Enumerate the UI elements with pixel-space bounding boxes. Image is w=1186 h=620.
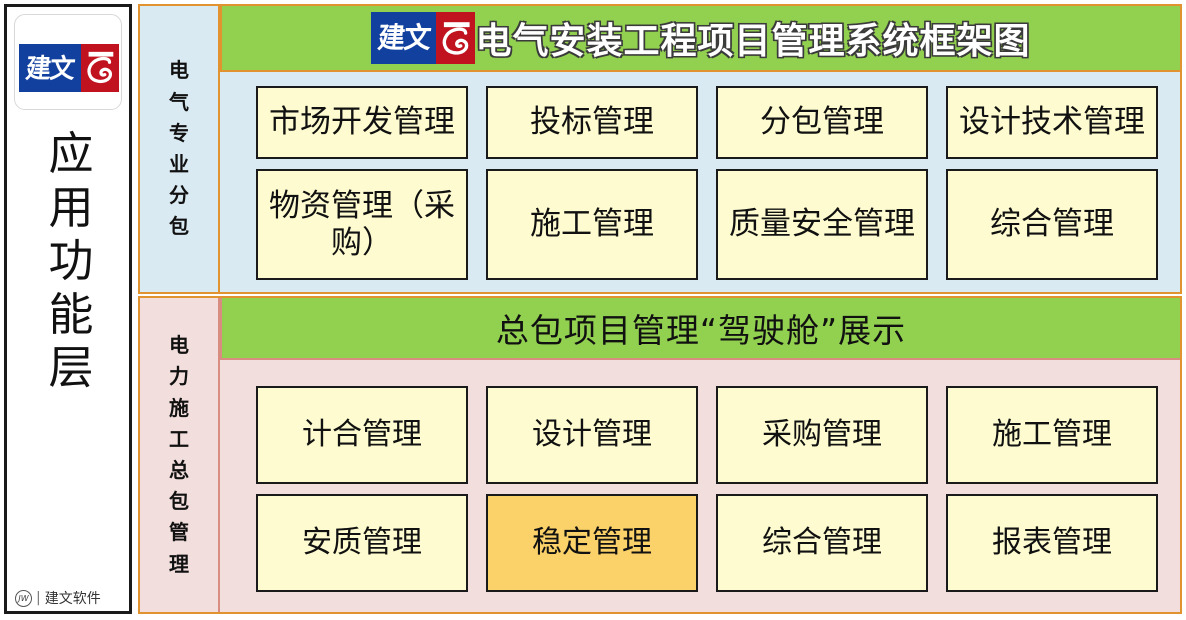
diagram-header-banner: 建文 电气安装工程项目管理系统框架图 [220,6,1180,72]
module-box[interactable]: 质量安全管理 [716,169,928,280]
layer-title-char: 应 [48,127,94,180]
side-label-char: 管 [169,520,189,545]
application-layer-panel: 建文 应 用 功 能 层 JW | 建文软件 [4,4,132,614]
module-grid-power: 计合管理 设计管理 采购管理 施工管理 安质管理 稳定管理 综合管理 报表管理 [220,360,1180,612]
side-label-char: 工 [169,426,189,451]
diagram-title: 电气安装工程项目管理系统框架图 [475,21,1031,62]
module-box[interactable]: 施工管理 [946,386,1158,484]
section-power-general-contract: 电 力 施 工 总 包 管 理 总包项目管理“驾驶舱”展示 计合管理 设计管理 … [138,296,1182,614]
side-label-char: 总 [169,458,189,482]
watermark-label: 建文软件 [44,591,101,607]
page-title: 应 用 功 能 层 [7,127,135,395]
module-grid-electrical: 市场开发管理 投标管理 分包管理 设计技术管理 物资管理（采购） 施工管理 质量… [220,72,1180,292]
module-box-highlighted[interactable]: 稳定管理 [486,494,698,592]
swirl-icon [442,22,470,55]
module-box[interactable]: 报表管理 [946,494,1158,592]
side-label-char: 理 [169,551,189,576]
section-side-label-power: 电 力 施 工 总 包 管 理 [140,298,220,612]
header-logo: 建文 [371,12,476,64]
watermark: JW | 建文软件 [15,588,101,608]
side-label-char: 分 [169,183,189,208]
section-side-label-electrical: 电 气 专 业 分 包 [140,6,220,292]
logo-blue-block: 建文 [19,44,81,92]
logo-red-block [81,44,119,92]
module-box[interactable]: 设计管理 [486,386,698,484]
side-label-char: 施 [169,395,189,420]
layer-title-char: 能 [48,287,94,341]
header-logo-red-block [435,12,476,64]
swirl-icon [87,51,114,84]
module-box[interactable]: 施工管理 [486,169,698,280]
layer-title-char: 功 [48,234,94,288]
section-electrical-subcontract: 电 气 专 业 分 包 建文 [138,4,1182,294]
module-box[interactable]: 设计技术管理 [946,86,1158,160]
cockpit-banner-label: 总包项目管理“驾驶舱”展示 [495,311,907,350]
module-box[interactable]: 综合管理 [716,494,928,592]
module-box[interactable]: 综合管理 [946,169,1158,280]
side-label-char: 包 [169,489,189,514]
side-label-char: 力 [169,364,189,389]
module-box[interactable]: 计合管理 [256,386,468,484]
watermark-badge-icon: JW [15,589,32,607]
side-label-char: 气 [169,89,189,114]
layer-title-char: 用 [48,180,94,234]
side-label-char: 电 [169,58,189,83]
brand-logo-mark: 建文 [19,44,119,92]
module-box[interactable]: 采购管理 [716,386,928,484]
module-box[interactable]: 物资管理（采购） [256,169,468,280]
watermark-separator: | [36,590,41,606]
cockpit-banner: 总包项目管理“驾驶舱”展示 [220,298,1180,360]
layer-title-char: 层 [48,341,94,395]
logo-wordmark: 建文 [24,52,76,84]
side-label-char: 专 [169,120,189,145]
header-logo-blue-block: 建文 [371,12,436,64]
side-label-char: 业 [169,152,189,176]
header-logo-wordmark: 建文 [375,21,432,55]
side-label-char: 电 [169,333,189,358]
side-label-char: 包 [169,214,189,239]
module-box[interactable]: 市场开发管理 [256,86,468,160]
module-box[interactable]: 分包管理 [716,86,928,160]
module-box[interactable]: 安质管理 [256,494,468,592]
module-box[interactable]: 投标管理 [486,86,698,160]
section-content-electrical: 建文 电气安装工程项目管理系统框架图 市场开发管理 投标管理 [220,6,1180,292]
brand-logo-card: 建文 [14,14,122,110]
section-content-power: 总包项目管理“驾驶舱”展示 计合管理 设计管理 采购管理 施工管理 安质管理 稳… [220,298,1180,612]
